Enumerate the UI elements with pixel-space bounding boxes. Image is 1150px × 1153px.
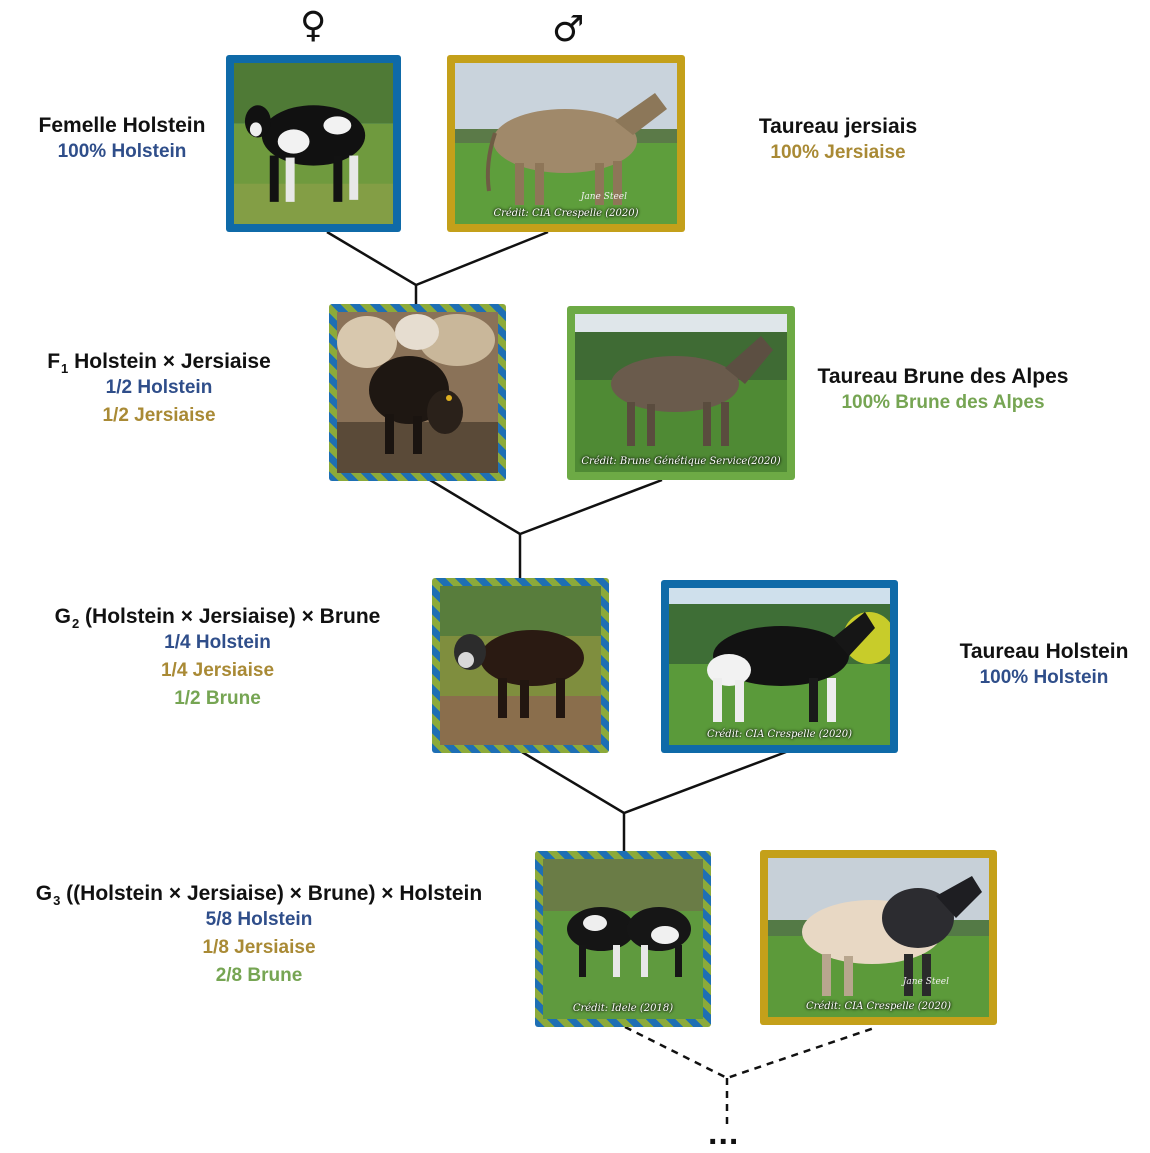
holstein-bull-credit: Crédit: CIA Crespelle (2020) [706, 729, 853, 740]
brune-bull-name: Taureau Brune des Alpes [817, 365, 1069, 388]
holstein-bull-photo: Crédit: CIA Crespelle (2020) [661, 580, 898, 753]
f1-holstein-pct: 1/2 Holstein [105, 377, 213, 398]
f1-name: F1 Holstein × Jersiaise [47, 350, 271, 376]
holstein-female-photo [226, 55, 401, 232]
g3-label: G3 ((Holstein × Jersiaise) × Brune) × Ho… [6, 882, 512, 990]
g3-cross-credit: Crédit: Idele (2018) [572, 1003, 674, 1014]
jersey-bull-2-credit: Crédit: CIA Crespelle (2020) [805, 1001, 952, 1012]
f1-cross-photo [329, 304, 506, 481]
g2-name: G2 (Holstein × Jersiaise) × Brune [54, 605, 381, 631]
jersey-bull-name: Taureau jersiais [758, 115, 918, 138]
connector-gen1 [326, 230, 549, 287]
g3-holstein-pct: 5/8 Holstein [205, 909, 313, 930]
connector-gen2 [429, 478, 663, 536]
connector-next-dashed [624, 1025, 878, 1080]
connector-gen3 [521, 750, 787, 815]
f1-jersiaise-pct: 1/2 Jersiaise [102, 405, 216, 426]
g2-cross-photo [432, 578, 609, 753]
holstein-female-name: Femelle Holstein [38, 114, 206, 137]
holstein-female-label: Femelle Holstein 100% Holstein [22, 114, 222, 166]
male-symbol-icon: ♂ [552, 9, 585, 50]
g2-label: G2 (Holstein × Jersiaise) × Brune 1/4 Ho… [30, 605, 405, 713]
g3-cross-photo: Crédit: Idele (2018) [535, 851, 711, 1027]
g3-jersiaise-pct: 1/8 Jersiaise [202, 937, 316, 958]
continuation-ellipsis: ... [708, 1114, 740, 1152]
female-symbol-icon: ♀ [300, 5, 327, 46]
g2-brune-pct: 1/2 Brune [174, 688, 261, 709]
brune-bull-credit: Crédit: Brune Génétique Service(2020) [581, 456, 781, 467]
jersey-bull-signature: Jane Steel [580, 192, 627, 202]
holstein-bull-label: Taureau Holstein 100% Holstein [938, 640, 1150, 692]
g2-jersiaise-pct: 1/4 Jersiaise [160, 660, 275, 681]
f1-label: F1 Holstein × Jersiaise 1/2 Holstein 1/2… [28, 350, 290, 430]
jersey-bull-2-photo: Jane Steel Crédit: CIA Crespelle (2020) [760, 850, 997, 1025]
jersey-bull-credit: Crédit: CIA Crespelle (2020) [493, 208, 639, 219]
brune-bull-label: Taureau Brune des Alpes 100% Brune des A… [803, 365, 1083, 417]
jersey-bull-2-signature: Jane Steel [902, 977, 949, 987]
holstein-female-pct: 100% Holstein [57, 141, 187, 162]
g3-brune-pct: 2/8 Brune [215, 965, 303, 986]
jersey-bull-label: Taureau jersiais 100% Jersiaise [738, 115, 938, 167]
g2-holstein-pct: 1/4 Holstein [164, 632, 271, 653]
g3-name: G3 ((Holstein × Jersiaise) × Brune) × Ho… [35, 882, 483, 908]
brune-bull-pct: 100% Brune des Alpes [841, 392, 1045, 413]
jersey-bull-photo: Jane Steel Crédit: CIA Crespelle (2020) [447, 55, 685, 232]
holstein-bull-pct: 100% Holstein [979, 667, 1109, 688]
brune-bull-photo: Crédit: Brune Génétique Service(2020) [567, 306, 795, 480]
holstein-bull-name: Taureau Holstein [959, 640, 1129, 663]
jersey-bull-pct: 100% Jersiaise [770, 142, 906, 163]
